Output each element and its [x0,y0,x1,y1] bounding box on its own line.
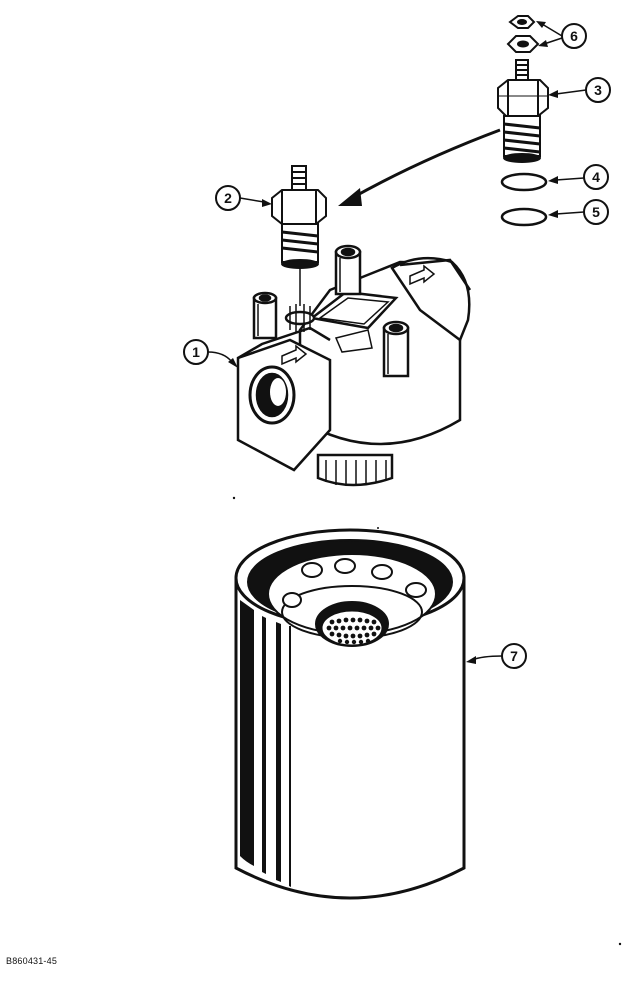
o-ring-part-4 [500,172,548,192]
install-direction-arrow [338,128,501,206]
callout-1: 1 [183,339,238,368]
callout-6: 6 [536,21,587,49]
scan-specks [232,496,622,946]
callout-4: 4 [548,164,609,190]
callout-2: 2 [215,185,272,211]
nuts-part-6 [506,15,540,53]
callout-7-label: 7 [510,648,518,664]
callout-1-label: 1 [192,344,200,360]
callout-2-label: 2 [224,190,232,206]
filter-element-part-7 [234,528,466,900]
o-ring-part-5 [500,207,548,227]
relief-valve-part-2 [271,165,327,269]
callout-3: 3 [548,77,611,103]
callout-5-label: 5 [592,204,600,220]
relief-valve-part-3 [497,59,549,163]
callout-7: 7 [466,643,527,669]
figure-code: B860431-45 [6,956,58,966]
callout-6-label: 6 [570,28,578,44]
filter-head-part-1 [236,244,472,487]
callout-3-label: 3 [594,82,602,98]
callout-5: 5 [548,199,609,225]
callout-4-label: 4 [592,169,600,185]
